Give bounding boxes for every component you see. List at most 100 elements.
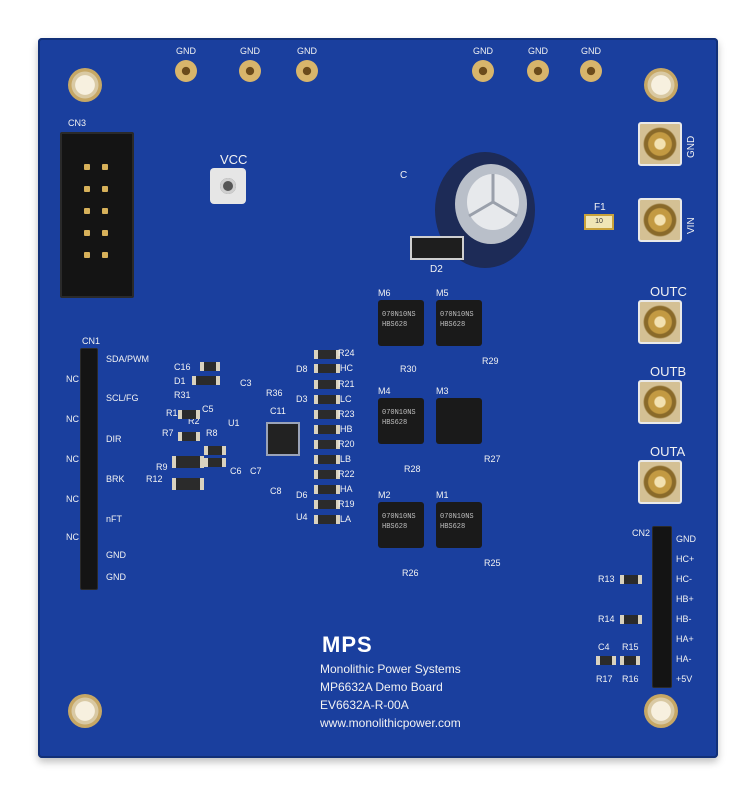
ref-r16: R16 — [622, 674, 639, 684]
cn1-nc-1: NC — [66, 374, 79, 384]
mounting-hole-br — [644, 694, 678, 728]
cn2-label: CN2 — [632, 528, 651, 538]
component-passive-1 — [178, 410, 200, 419]
cn2-pin-gnd: GND — [676, 534, 696, 544]
component-r15 — [620, 656, 640, 665]
terminal-outc-label: OUTC — [650, 284, 687, 299]
mounting-hole-tr — [644, 68, 678, 102]
gate-hc-label: HC — [340, 363, 353, 373]
ref-d6: D6 — [296, 490, 308, 500]
gnd-label-6: GND — [581, 46, 601, 56]
gnd-pad-6 — [580, 60, 602, 82]
terminal-outa-label: OUTA — [650, 444, 686, 459]
ref-r25: R25 — [484, 558, 501, 568]
mosfet-m3 — [436, 398, 482, 444]
mounting-hole-tl — [68, 68, 102, 102]
ref-c8: C8 — [270, 486, 282, 496]
resistor-r19 — [314, 500, 340, 509]
gnd-label-2: GND — [240, 46, 260, 56]
ref-r17: R17 — [596, 674, 613, 684]
vcc-test-point — [210, 168, 246, 204]
cn1-nc-4: NC — [66, 494, 79, 504]
ref-f1: F1 — [594, 202, 606, 213]
diode-d2 — [410, 236, 464, 260]
component-passive-4 — [172, 478, 204, 490]
ref-c6: C6 — [230, 466, 242, 476]
part-number: EV6632A-R-00A — [320, 698, 409, 712]
ref-r31: R31 — [174, 390, 191, 400]
ref-d8: D8 — [296, 364, 308, 374]
terminal-outb-label: OUTB — [650, 364, 687, 379]
cn1-pin-gnd2: GND — [106, 572, 126, 582]
gate-hb-label: HB — [340, 424, 353, 434]
ref-m6: M6 — [378, 288, 391, 298]
cn1-pin-dir: DIR — [106, 434, 122, 444]
ref-r8: R8 — [206, 428, 218, 438]
cn2-pin-5v: +5V — [676, 674, 693, 684]
component-c16 — [200, 362, 220, 371]
cn1-nc-2: NC — [66, 414, 79, 424]
resistor-r14 — [620, 615, 642, 624]
mps-logo: MPS — [322, 632, 373, 657]
terminal-outa — [638, 460, 682, 504]
cn1-pin-sda: SDA/PWM — [106, 354, 150, 364]
ref-m3: M3 — [436, 386, 449, 396]
ref-r7: R7 — [162, 428, 174, 438]
website-url: www.monolithicpower.com — [320, 716, 461, 730]
gate-lb-label: LB — [340, 454, 352, 464]
ref-r15: R15 — [622, 642, 639, 652]
cn1-nc-3: NC — [66, 454, 79, 464]
ref-r19: R19 — [338, 499, 355, 509]
ref-d3: D3 — [296, 394, 308, 404]
component-passive-3 — [172, 456, 204, 468]
product-name: MP6632A Demo Board — [320, 680, 443, 694]
cn1-pin-gnd1: GND — [106, 550, 126, 560]
terminal-vin-label: VIN — [686, 217, 697, 234]
cn2-pin-hb-plus: HB+ — [676, 594, 694, 604]
ref-c-cap: C — [400, 170, 408, 181]
gate-la-label: LA — [340, 514, 352, 524]
gnd-pad-2 — [239, 60, 261, 82]
ref-r21: R21 — [338, 379, 355, 389]
ref-r22: R22 — [338, 469, 355, 479]
terminal-outc — [638, 300, 682, 344]
component-passive-2 — [178, 432, 200, 441]
gate-hb-part — [314, 425, 340, 434]
cn3-header — [60, 132, 134, 298]
ref-r28: R28 — [404, 464, 421, 474]
ref-c3: C3 — [240, 378, 252, 388]
resistor-r20 — [314, 440, 340, 449]
ref-r24: R24 — [338, 348, 355, 358]
gnd-label-5: GND — [528, 46, 548, 56]
resistor-r23 — [314, 410, 340, 419]
ref-r26: R26 — [402, 568, 419, 578]
mounting-hole-bl — [68, 694, 102, 728]
resistor-r24 — [314, 350, 340, 359]
cn1-label: CN1 — [82, 336, 101, 346]
ref-r30: R30 — [400, 364, 417, 374]
gnd-pad-5 — [527, 60, 549, 82]
vcc-label: VCC — [220, 152, 248, 167]
terminal-vin — [638, 198, 682, 242]
ref-c11: C11 — [270, 406, 286, 416]
cn2-pin-ha-minus: HA- — [676, 654, 692, 664]
ref-u1: U1 — [228, 418, 240, 428]
ref-r36: R36 — [266, 388, 283, 398]
cn1-pin-nft: nFT — [106, 514, 123, 524]
ref-c7: C7 — [250, 466, 262, 476]
ref-r23: R23 — [338, 409, 355, 419]
ref-m4: M4 — [378, 386, 391, 396]
cn2-pin-ha-plus: HA+ — [676, 634, 694, 644]
gate-lc-part — [314, 395, 340, 404]
cn2-pin-hb-minus: HB- — [676, 614, 692, 624]
ref-r1: R1 — [166, 408, 178, 418]
terminal-gnd-label: GND — [686, 135, 697, 158]
gate-hc-part — [314, 364, 340, 373]
cn1-nc-5: NC — [66, 532, 79, 542]
gate-lb-part — [314, 455, 340, 464]
terminal-gnd — [638, 122, 682, 166]
